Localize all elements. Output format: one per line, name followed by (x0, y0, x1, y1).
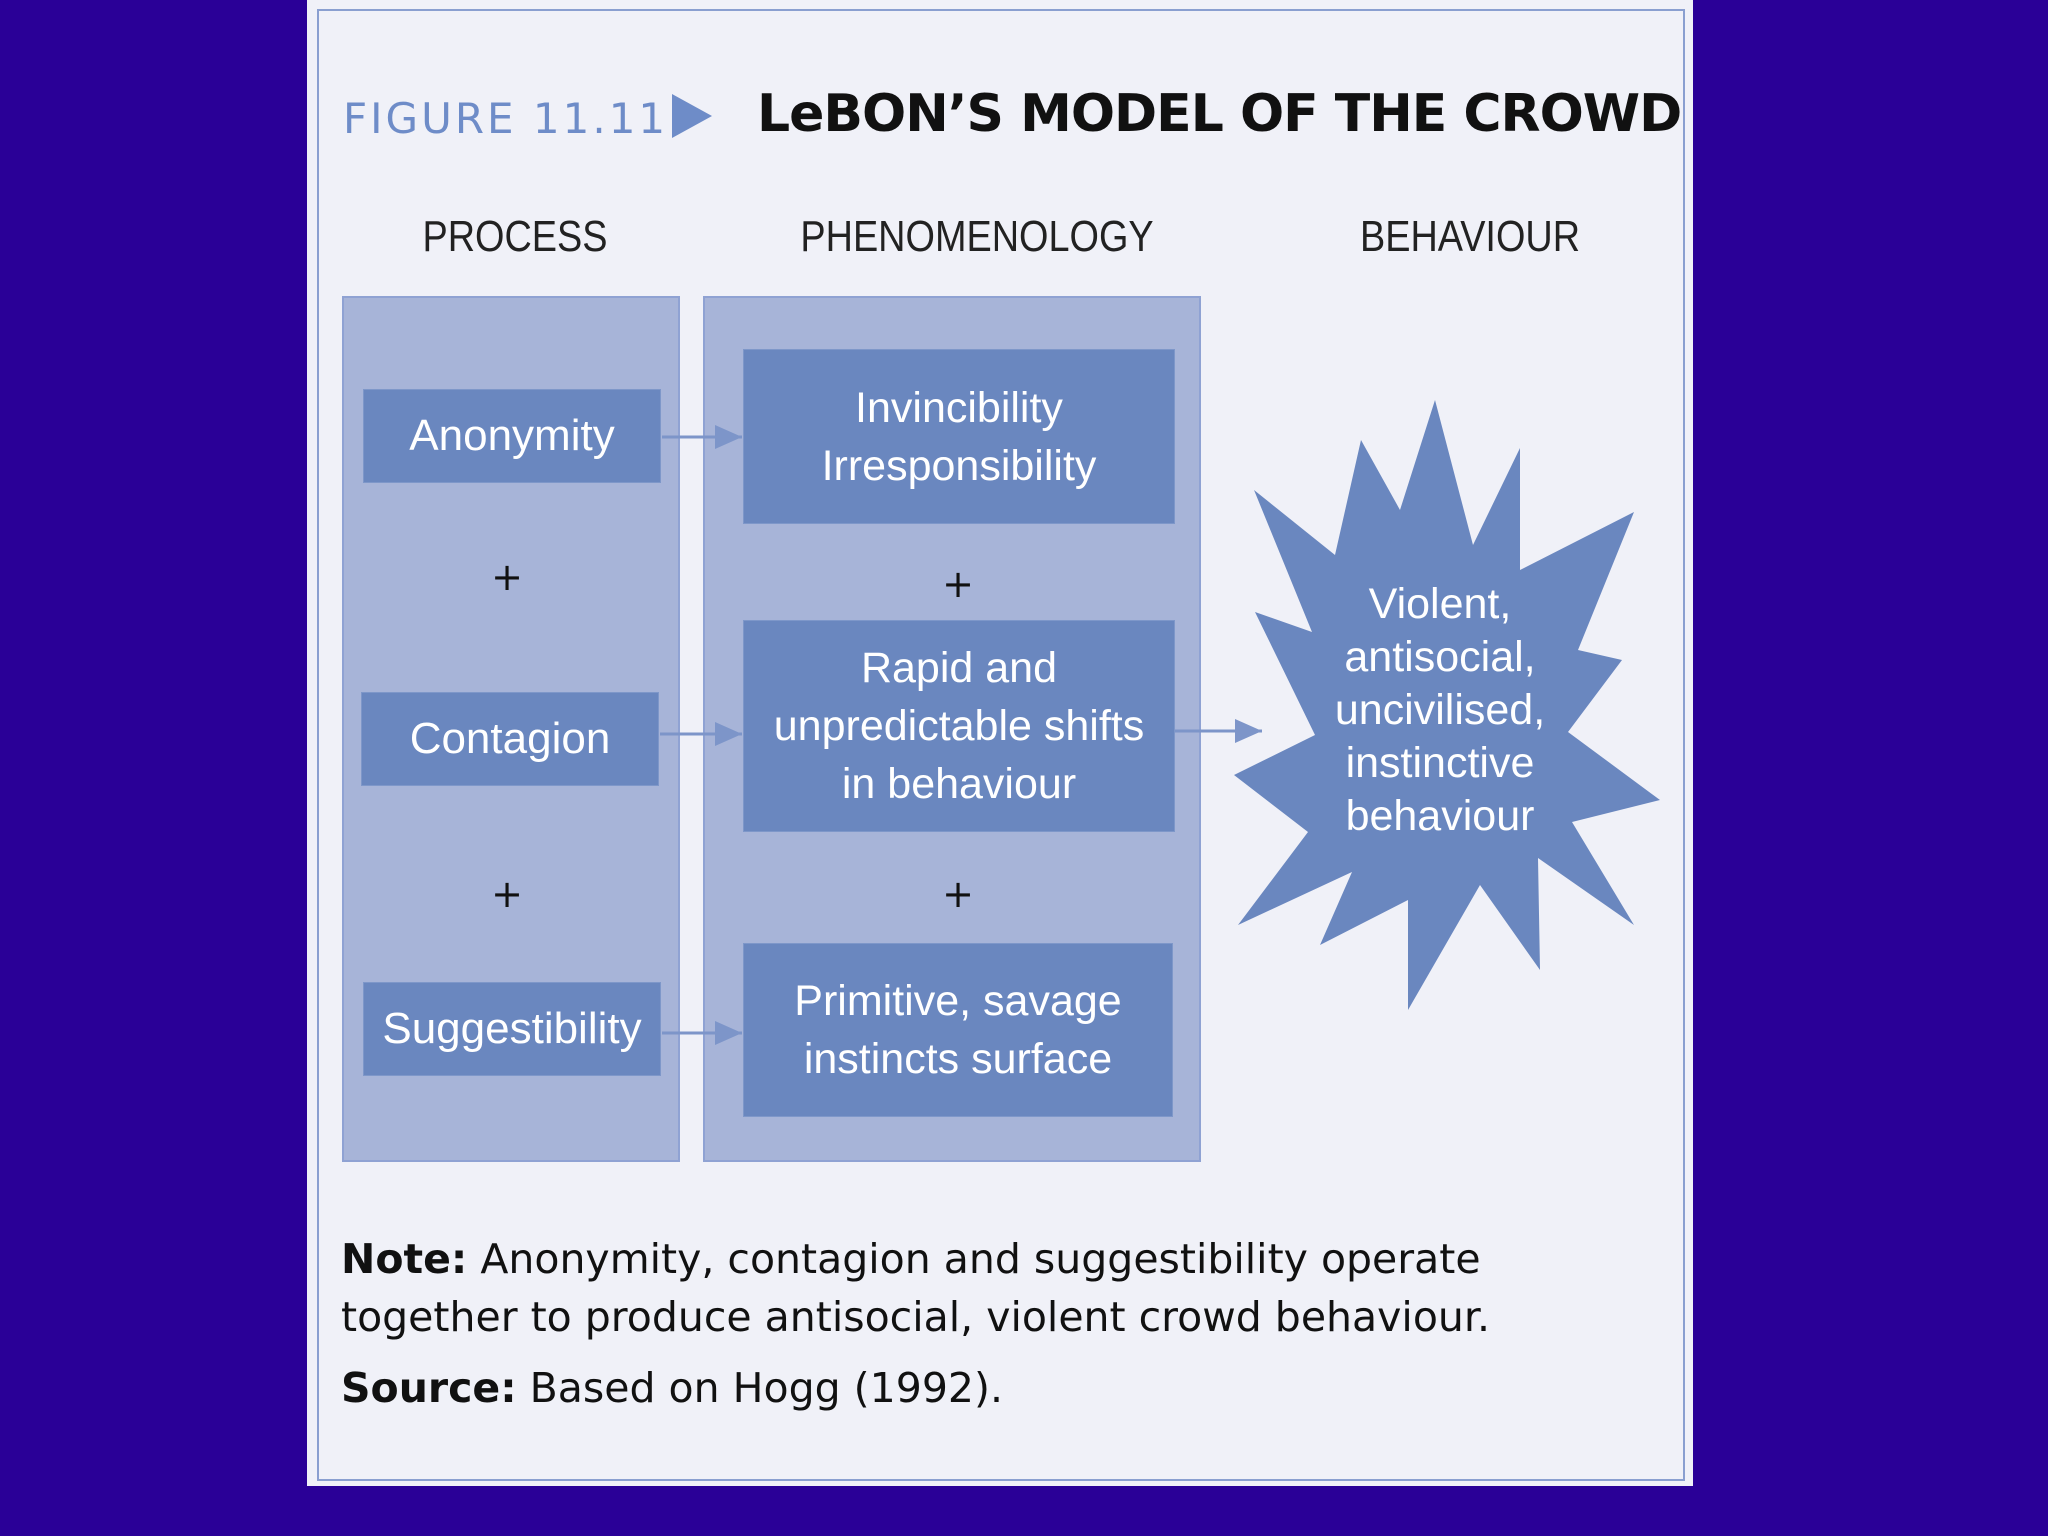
figure-note: Note: Anonymity, contagion and suggestib… (341, 1230, 1661, 1346)
column-header-behaviour: BEHAVIOUR (1359, 212, 1581, 261)
plus-sign: + (942, 872, 974, 916)
process-box-suggestibility: Suggestibility (363, 982, 661, 1076)
figure-border (317, 9, 1685, 1481)
plus-sign: + (491, 555, 523, 599)
figure-source: Source: Based on Hogg (1992). (341, 1364, 1003, 1412)
process-box-anonymity: Anonymity (363, 389, 661, 483)
column-header-phenomenology: PHENOMENOLOGY (800, 212, 1154, 261)
figure-title: LeBON’S MODEL OF THE CROWD (757, 84, 1682, 144)
explosion-burst-shape (1234, 400, 1660, 1010)
note-text: Anonymity, contagion and suggestibility … (341, 1235, 1491, 1341)
source-label: Source: (341, 1364, 517, 1412)
plus-sign: + (491, 872, 523, 916)
note-label: Note: (341, 1235, 468, 1283)
process-box-contagion: Contagion (361, 692, 659, 786)
plus-sign: + (942, 562, 974, 606)
column-header-process: PROCESS (422, 212, 608, 261)
figure-label: FIGURE 11.11 (343, 94, 669, 143)
play-arrow-icon (672, 94, 712, 138)
phenomenology-box-rapid-shifts: Rapid and unpredictable shifts in behavi… (743, 620, 1175, 832)
source-text: Based on Hogg (1992). (516, 1364, 1004, 1412)
phenomenology-box-primitive-instincts: Primitive, savage instincts surface (743, 943, 1173, 1117)
phenomenology-box-invincibility: Invincibility Irresponsibility (743, 349, 1175, 524)
behaviour-outcome-text: Violent, antisocial, uncivilised, instin… (1334, 580, 1546, 840)
